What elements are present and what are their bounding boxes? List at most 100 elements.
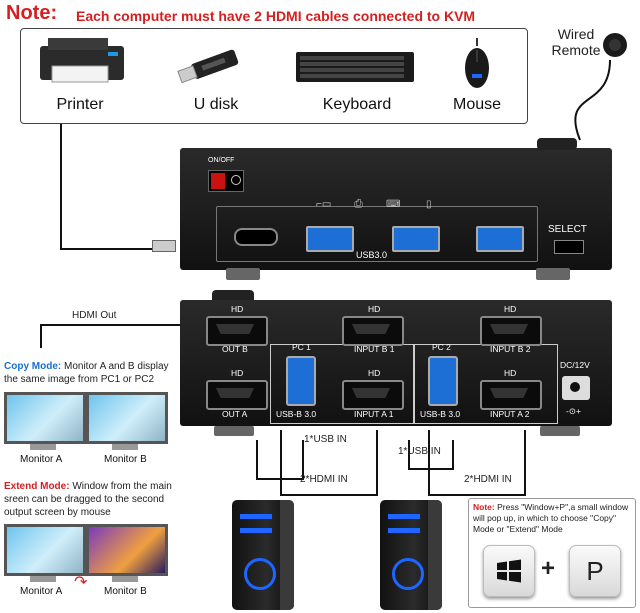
select-label: SELECT [548, 224, 587, 235]
mouse-label: Mouse [452, 96, 502, 113]
keyboard-label: Keyboard [322, 96, 392, 113]
pc2-label: PC 2 [432, 342, 451, 352]
out-b-label: OUT B [222, 344, 248, 354]
remote-cable [574, 59, 611, 141]
hd-label-out-b: HD [231, 304, 244, 314]
hd-label-input-a1: HD [368, 368, 381, 378]
usb-a-plug-icon [152, 240, 176, 252]
pc1-hdmi-in-label: 2*HDMI IN [300, 474, 348, 485]
keyboard-icon [296, 50, 414, 84]
printer-mini-icon: ⎙ [354, 198, 363, 210]
out-a-label: OUT A [222, 409, 248, 419]
usb3-port-2[interactable] [392, 226, 440, 252]
pc2-usb-in-label: 1*USB IN [398, 446, 441, 457]
wired-remote-line2: Remote [551, 42, 601, 58]
usb3-port-group [216, 206, 538, 262]
windows-logo-icon [497, 559, 521, 583]
usbb-label-pc1: USB-B 3.0 [276, 409, 317, 419]
copy-monitor-a-stand [30, 444, 56, 450]
tip-text: Note: Press "Window+P",a small window wi… [473, 502, 631, 535]
dc-power-jack[interactable] [562, 376, 590, 400]
extend-monitor-b [86, 524, 168, 576]
remote-jack [537, 138, 577, 150]
plus-sign: + [541, 555, 556, 582]
hdmi-port-input-b1[interactable] [342, 316, 404, 346]
pc1-usb-in-label: 1*USB IN [304, 434, 347, 445]
pc2-usb-cable [408, 440, 454, 470]
windows-key [483, 545, 535, 597]
input-a2-label: INPUT A 2 [490, 409, 530, 419]
hd-label-input-a2: HD [504, 368, 517, 378]
extend-mode-title: Extend Mode: [4, 481, 70, 492]
input-b2-label: INPUT B 2 [490, 344, 531, 354]
input-a1-label: INPUT A 1 [354, 409, 394, 419]
pc1-tower [232, 500, 294, 610]
hdmi-port-input-b2[interactable] [480, 316, 542, 346]
kvm-front-foot-right [536, 268, 570, 280]
pc2-hdmi-in-label: 2*HDMI IN [464, 474, 512, 485]
printer-icon [34, 36, 130, 88]
hdmi-out-label: HDMI Out [72, 310, 117, 321]
usbb-port-pc1[interactable] [286, 356, 316, 406]
kvm-front-foot-left [226, 268, 260, 280]
p-key: P [569, 545, 621, 597]
note-text: Each computer must have 2 HDMI cables co… [76, 8, 476, 24]
wired-remote-line1: Wired [557, 26, 595, 42]
copy-monitor-b-stand [112, 444, 138, 450]
remote-button-icon [602, 32, 628, 58]
tip-title: Note: [473, 502, 495, 512]
hdmi-port-out-b[interactable] [206, 316, 268, 346]
mouse-icon [462, 38, 492, 92]
wired-remote-label: Wired Remote [546, 26, 606, 58]
usb3-port-3[interactable] [476, 226, 524, 252]
extend-monitor-a-label: Monitor A [20, 586, 63, 597]
power-switch[interactable] [208, 170, 244, 192]
copy-mode-desc: Monitor A and B display the same image f… [4, 361, 169, 385]
peripherals-box [20, 28, 528, 124]
hdmi-port-input-a2[interactable] [480, 380, 542, 410]
extend-mode-desc: Window from the main sreen can be dragge… [4, 481, 172, 518]
printer-label: Printer [56, 96, 104, 113]
copy-monitor-b [86, 392, 168, 444]
usbb-label-pc2: USB-B 3.0 [420, 409, 461, 419]
p-key-label: P [586, 556, 604, 586]
pc2-hdmi-cable [428, 430, 526, 496]
usbb-port-pc2[interactable] [428, 356, 458, 406]
on-off-label: ON/OFF [208, 157, 235, 164]
usb3-label: USB3.0 [356, 250, 388, 260]
hdmi-port-out-a[interactable] [206, 380, 268, 410]
hdmi-port-input-a1[interactable] [342, 380, 404, 410]
copy-monitor-a-label: Monitor A [20, 454, 63, 465]
kvm-back-foot-right [540, 426, 580, 436]
copy-mode-text: Copy Mode: Monitor A and B display the s… [4, 360, 182, 386]
copy-monitor-a [4, 392, 86, 444]
hd-label-input-b1: HD [368, 304, 381, 314]
printer-cable [60, 124, 172, 250]
extend-monitor-b-label: Monitor B [104, 586, 147, 597]
pc1-hdmi-cable [280, 430, 378, 496]
copy-monitor-b-label: Monitor B [104, 454, 147, 465]
usb-c-port[interactable] [234, 228, 278, 246]
mouse-mini-icon: ▯ [426, 199, 432, 210]
extend-monitor-a-stand [30, 576, 56, 582]
keyboard-mini-icon: ⌨ [386, 199, 401, 210]
usb-drive-icon [172, 46, 248, 86]
hd-label-out-a: HD [231, 368, 244, 378]
copy-mode-title: Copy Mode: [4, 361, 62, 372]
hd-label-input-b2: HD [504, 304, 517, 314]
tip-desc: Press "Window+P",a small window will pop… [473, 502, 629, 534]
hdmi-out-cable [40, 324, 182, 348]
kvm-back-foot-left [214, 426, 254, 436]
window-p-tip-box: Note: Press "Window+P",a small window wi… [468, 498, 636, 608]
pc2-tower [380, 500, 442, 610]
usb-drive-mini-icon: ⌐▭ [316, 199, 332, 210]
usb3-port-1[interactable] [306, 226, 354, 252]
drag-arrow-icon: ↷ [74, 574, 88, 591]
extend-monitor-b-stand [112, 576, 138, 582]
input-b1-label: INPUT B 1 [354, 344, 395, 354]
select-hdmi-port[interactable] [554, 240, 584, 254]
note-title: Note: [6, 2, 58, 24]
pc1-label: PC 1 [292, 342, 311, 352]
dc-label: DC/12V [560, 360, 590, 370]
u-disk-label: U disk [193, 96, 239, 113]
